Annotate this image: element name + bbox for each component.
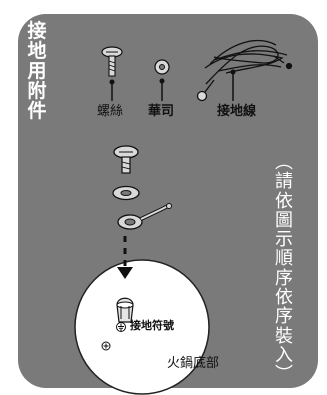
- title-vertical: 接 地 用 附 件: [24, 21, 50, 121]
- install-arrow-head: [117, 267, 133, 279]
- title-char: 件: [27, 100, 47, 122]
- washer-pointer-dot: [159, 78, 165, 84]
- washer-icon: [154, 59, 170, 75]
- pot-bottom-circle: [74, 259, 210, 395]
- note-char: 順: [275, 248, 293, 270]
- plus-icon: [101, 341, 111, 351]
- screw-label: 螺絲: [97, 104, 124, 119]
- note-char: ︶: [275, 364, 293, 386]
- note-char: 依: [275, 287, 293, 309]
- large-washer-icon: [112, 185, 140, 201]
- washer-label: 華司: [148, 104, 175, 119]
- title-char: 地: [27, 40, 47, 62]
- note-char: 依: [275, 190, 293, 212]
- note-char: ︵: [275, 152, 293, 173]
- instruction-note-vertical: ︵ 請 依 圖 示 順 序 依 序 裝 入 ︶: [273, 153, 295, 385]
- ground-wire-icon: [196, 39, 293, 102]
- wire-pointer-dot: [230, 69, 236, 75]
- ground-post-icon: [116, 297, 134, 323]
- note-char: 序: [275, 306, 293, 328]
- note-char: 裝: [275, 325, 293, 347]
- wire-label: 接地線: [217, 104, 257, 119]
- screw-icon: [101, 46, 123, 77]
- note-char: 序: [275, 267, 293, 289]
- ground-symbol-icon: [116, 322, 126, 332]
- note-char: 圖: [275, 209, 293, 231]
- ground-symbol-label: 接地符號: [130, 319, 174, 332]
- note-char: 請: [275, 171, 293, 193]
- title-char: 用: [27, 60, 47, 82]
- title-char: 附: [27, 80, 47, 102]
- pot-bottom-label: 火鍋底部: [167, 356, 220, 371]
- wire-terminal-icon: [117, 203, 172, 230]
- note-char: 示: [275, 229, 293, 251]
- note-char: 入: [275, 344, 293, 366]
- title-char: 接: [27, 20, 47, 42]
- large-screw-icon: [113, 145, 139, 174]
- screw-pointer-dot: [109, 79, 115, 85]
